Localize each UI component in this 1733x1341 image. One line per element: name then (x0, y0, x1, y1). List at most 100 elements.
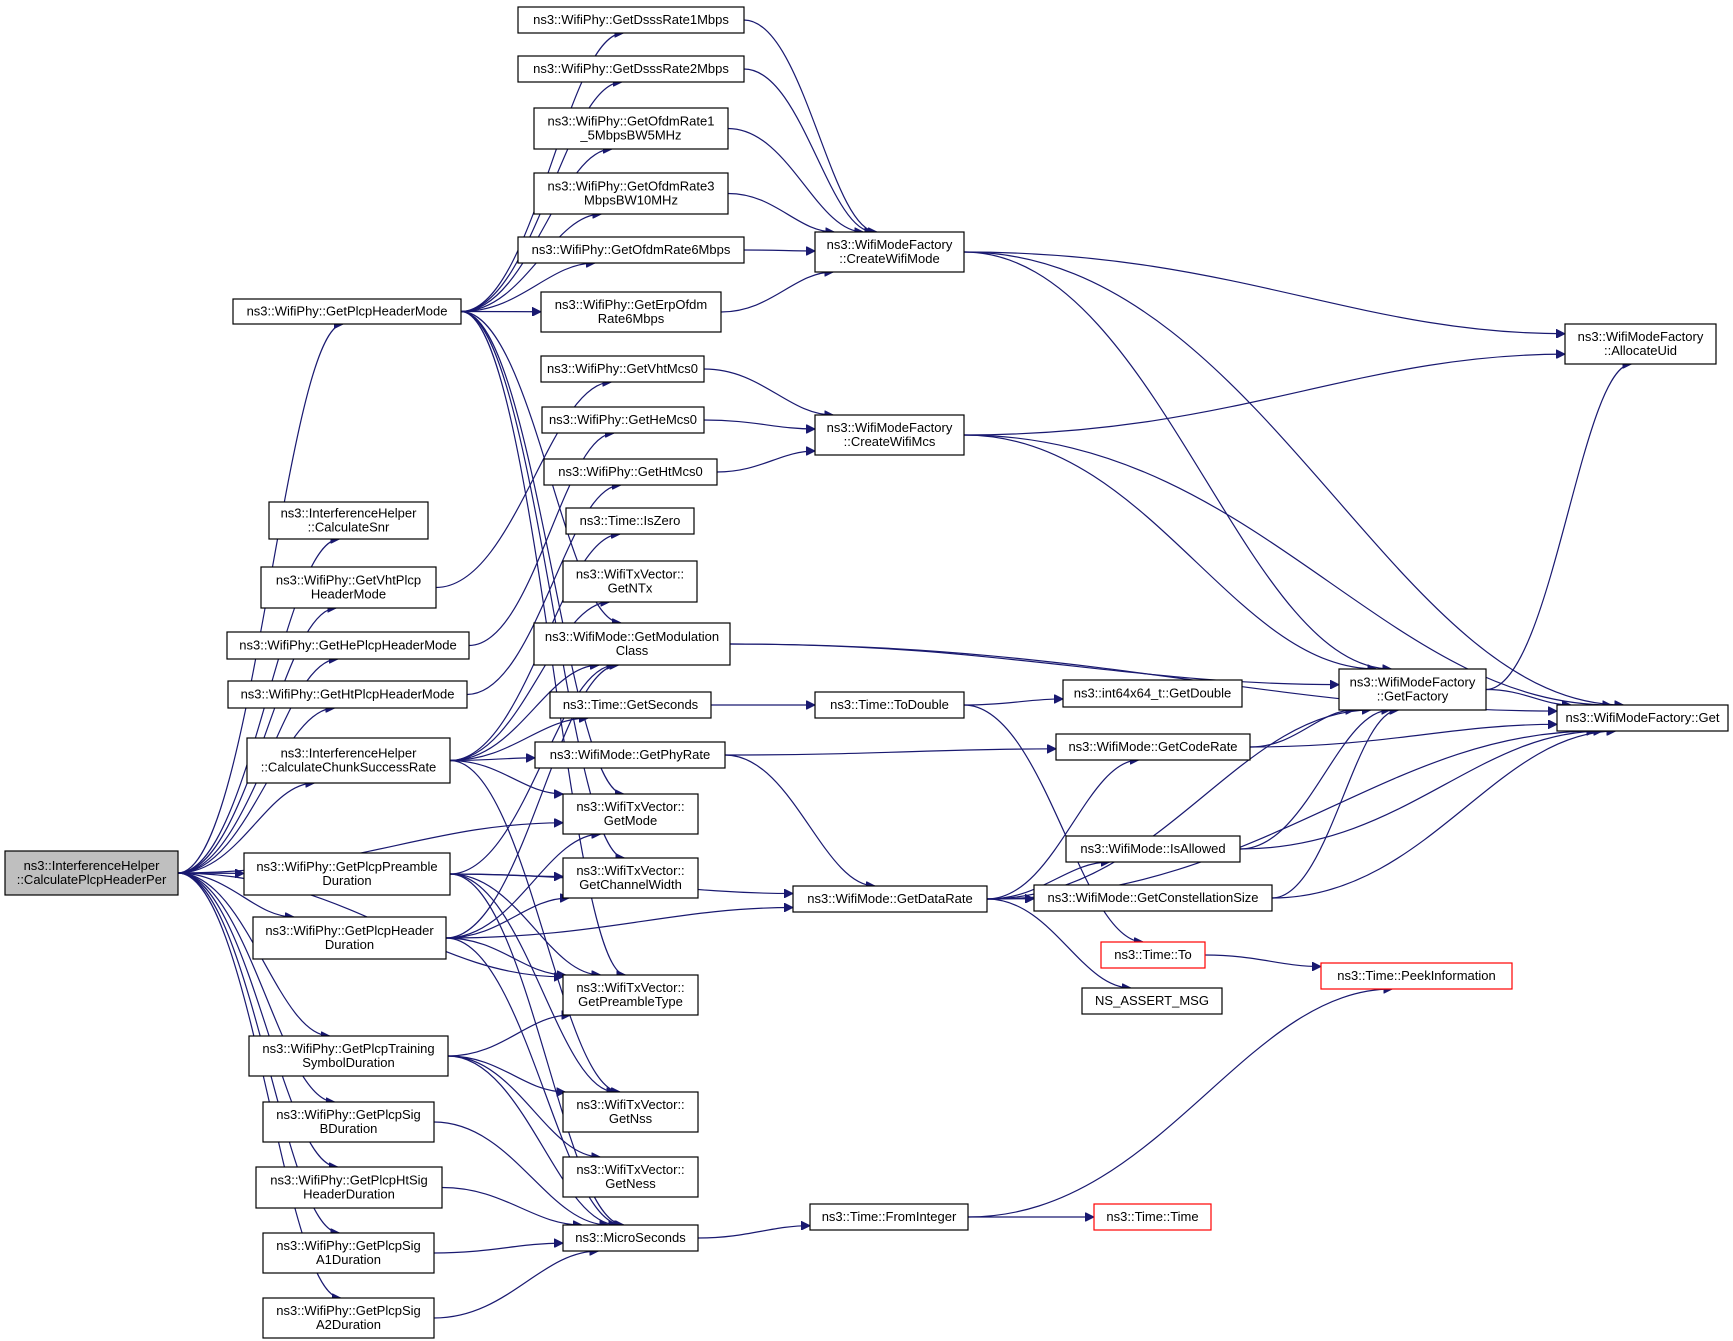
node-label: A1Duration (316, 1252, 381, 1267)
node-calcChunk[interactable]: ns3::InterferenceHelper::CalculateChunkS… (246, 737, 451, 784)
node-box (1055, 733, 1251, 761)
node-getNss[interactable]: ns3::WifiTxVector::GetNss (562, 1091, 699, 1133)
edge-root-to-getPlcpSigA2 (177, 872, 341, 1298)
node-label: ns3::Time::FromInteger (822, 1209, 957, 1224)
node-box (540, 355, 705, 383)
node-label: ns3::WifiPhy::GetErpOfdm (555, 297, 707, 312)
node-box (562, 857, 699, 899)
node-label: ::GetFactory (1377, 689, 1449, 704)
node-getDouble[interactable]: ns3::int64x64_t::GetDouble (1062, 679, 1243, 708)
node-getPhyRate[interactable]: ns3::WifiMode::GetPhyRate (534, 741, 726, 769)
node-box (540, 291, 722, 333)
node-label: ns3::Time::ToDouble (830, 697, 949, 712)
node-getPlcpHeaderMode[interactable]: ns3::WifiPhy::GetPlcpHeaderMode (232, 298, 462, 325)
node-getChannelWidth[interactable]: ns3::WifiTxVector::GetChannelWidth (562, 857, 699, 899)
edge-dsss2-to-createWifiMode (743, 68, 874, 232)
node-heMcs0[interactable]: ns3::WifiPhy::GetHeMcs0 (541, 406, 705, 434)
node-isZero[interactable]: ns3::Time::IsZero (565, 507, 695, 535)
node-root[interactable]: ns3::InterferenceHelper::CalculatePlcpHe… (4, 850, 179, 896)
edge-getPlcpTraining-to-getPreambleType (447, 1015, 571, 1057)
node-label: ns3::Time::Time (1106, 1209, 1198, 1224)
edge-ofdm3-to-createWifiMode (727, 192, 834, 233)
node-isAllowed[interactable]: ns3::WifiMode::IsAllowed (1065, 835, 1241, 863)
node-getHtPlcpHeaderMode[interactable]: ns3::WifiPhy::GetHtPlcpHeaderMode (227, 680, 468, 709)
node-label: ns3::WifiModeFactory (827, 420, 953, 435)
node-getMode[interactable]: ns3::WifiTxVector::GetMode (562, 793, 699, 835)
node-box (252, 916, 447, 960)
node-toDouble[interactable]: ns3::Time::ToDouble (814, 691, 965, 719)
node-label: ns3::WifiModeFactory (1578, 329, 1704, 344)
node-htMcs0[interactable]: ns3::WifiPhy::GetHtMcs0 (543, 458, 718, 486)
edge-getPlcpHeaderMode-to-ofdm15 (460, 149, 612, 313)
node-getFactory[interactable]: ns3::WifiModeFactory::GetFactory (1338, 668, 1487, 711)
node-ofdm6[interactable]: ns3::WifiPhy::GetOfdmRate6Mbps (517, 236, 745, 264)
node-createWifiMcs[interactable]: ns3::WifiModeFactory::CreateWifiMcs (814, 414, 965, 456)
node-box (262, 1232, 435, 1274)
edge-ofdm15-to-createWifiMode (727, 127, 863, 233)
edge-getModClass-to-getFactory (729, 643, 1339, 685)
node-getNess[interactable]: ns3::WifiTxVector::GetNess (562, 1156, 699, 1198)
node-box (1556, 704, 1729, 732)
node-box (227, 680, 468, 709)
node-microSeconds[interactable]: ns3::MicroSeconds (562, 1224, 699, 1252)
edge-ofdm6-to-createWifiMode (743, 250, 815, 251)
node-getConstellation[interactable]: ns3::WifiMode::GetConstellationSize (1033, 884, 1273, 912)
edge-dsss1-to-createWifiMode (743, 19, 877, 232)
node-vhtMcs0[interactable]: ns3::WifiPhy::GetVhtMcs0 (540, 355, 705, 383)
node-box (541, 406, 705, 434)
edge-createWifiMcs-to-factoryGet (963, 434, 1611, 705)
node-getCodeRate[interactable]: ns3::WifiMode::GetCodeRate (1055, 733, 1251, 761)
edge-createWifiMcs-to-allocateUid (963, 354, 1565, 436)
edge-getHtPlcpHeaderMode-to-htMcs0 (466, 485, 621, 696)
node-label: ns3::WifiModeFactory (1350, 675, 1476, 690)
node-createWifiMode[interactable]: ns3::WifiModeFactory::CreateWifiMode (814, 231, 965, 273)
node-label: ns3::WifiMode::GetConstellationSize (1048, 890, 1259, 905)
node-getPlcpTraining[interactable]: ns3::WifiPhy::GetPlcpTrainingSymbolDurat… (248, 1035, 449, 1077)
node-calcSnr[interactable]: ns3::InterferenceHelper::CalculateSnr (268, 501, 429, 540)
node-timeTime[interactable]: ns3::Time::Time (1093, 1203, 1212, 1231)
node-factoryGet[interactable]: ns3::WifiModeFactory::Get (1556, 704, 1729, 732)
node-label: ns3::WifiTxVector:: (576, 863, 684, 878)
node-label: ns3::WifiPhy::GetHeMcs0 (549, 412, 697, 427)
edge-getConstellation-to-getFactory (1271, 710, 1399, 899)
node-nsAssert[interactable]: NS_ASSERT_MSG (1081, 987, 1223, 1015)
edge-getPhyRate-to-getCodeRate (724, 749, 1056, 756)
node-fromInteger[interactable]: ns3::Time::FromInteger (809, 1203, 969, 1231)
edge-getVhtPlcpHeaderMode-to-vhtMcs0 (435, 382, 611, 589)
edge-getPlcpTraining-to-getNess (447, 1055, 600, 1157)
edge-createWifiMcs-to-getFactory (963, 434, 1376, 669)
node-getDataRate[interactable]: ns3::WifiMode::GetDataRate (792, 885, 988, 913)
node-getSeconds[interactable]: ns3::Time::GetSeconds (549, 691, 712, 719)
node-dsss2[interactable]: ns3::WifiPhy::GetDsssRate2Mbps (517, 55, 745, 83)
node-label: ns3::Time::IsZero (580, 513, 681, 528)
node-label: ns3::WifiTxVector:: (576, 799, 684, 814)
edge-getPlcpPreambleDuration-to-getModClass (449, 665, 615, 875)
edge-getPlcpSigA2-to-microSeconds (433, 1251, 599, 1319)
node-box (1100, 941, 1206, 969)
edge-getPlcpSigA1-to-microSeconds (433, 1243, 563, 1254)
edge-calcChunk-to-getMode (449, 759, 563, 795)
node-peekInfo[interactable]: ns3::Time::PeekInformation (1320, 962, 1513, 990)
edge-getPlcpPreambleDuration-to-getPreambleType (449, 873, 601, 975)
node-dsss1[interactable]: ns3::WifiPhy::GetDsssRate1Mbps (517, 6, 745, 34)
node-allocateUid[interactable]: ns3::WifiModeFactory::AllocateUid (1564, 323, 1717, 365)
edge-getPlcpTraining-to-getNss (447, 1055, 565, 1092)
node-getPreambleType[interactable]: ns3::WifiTxVector::GetPreambleType (562, 974, 699, 1016)
node-timeTo[interactable]: ns3::Time::To (1100, 941, 1206, 969)
node-box (243, 852, 451, 896)
node-getHePlcpHeaderMode[interactable]: ns3::WifiPhy::GetHePlcpHeaderMode (226, 631, 470, 660)
node-ofdm15[interactable]: ns3::WifiPhy::GetOfdmRate1_5MbpsBW5MHz (533, 107, 729, 150)
edge-getPlcpHeaderDuration-to-microSeconds (445, 937, 623, 1225)
edge-erpOfdm-to-createWifiMode (720, 272, 833, 313)
node-getNTx[interactable]: ns3::WifiTxVector::GetNTx (562, 560, 698, 603)
